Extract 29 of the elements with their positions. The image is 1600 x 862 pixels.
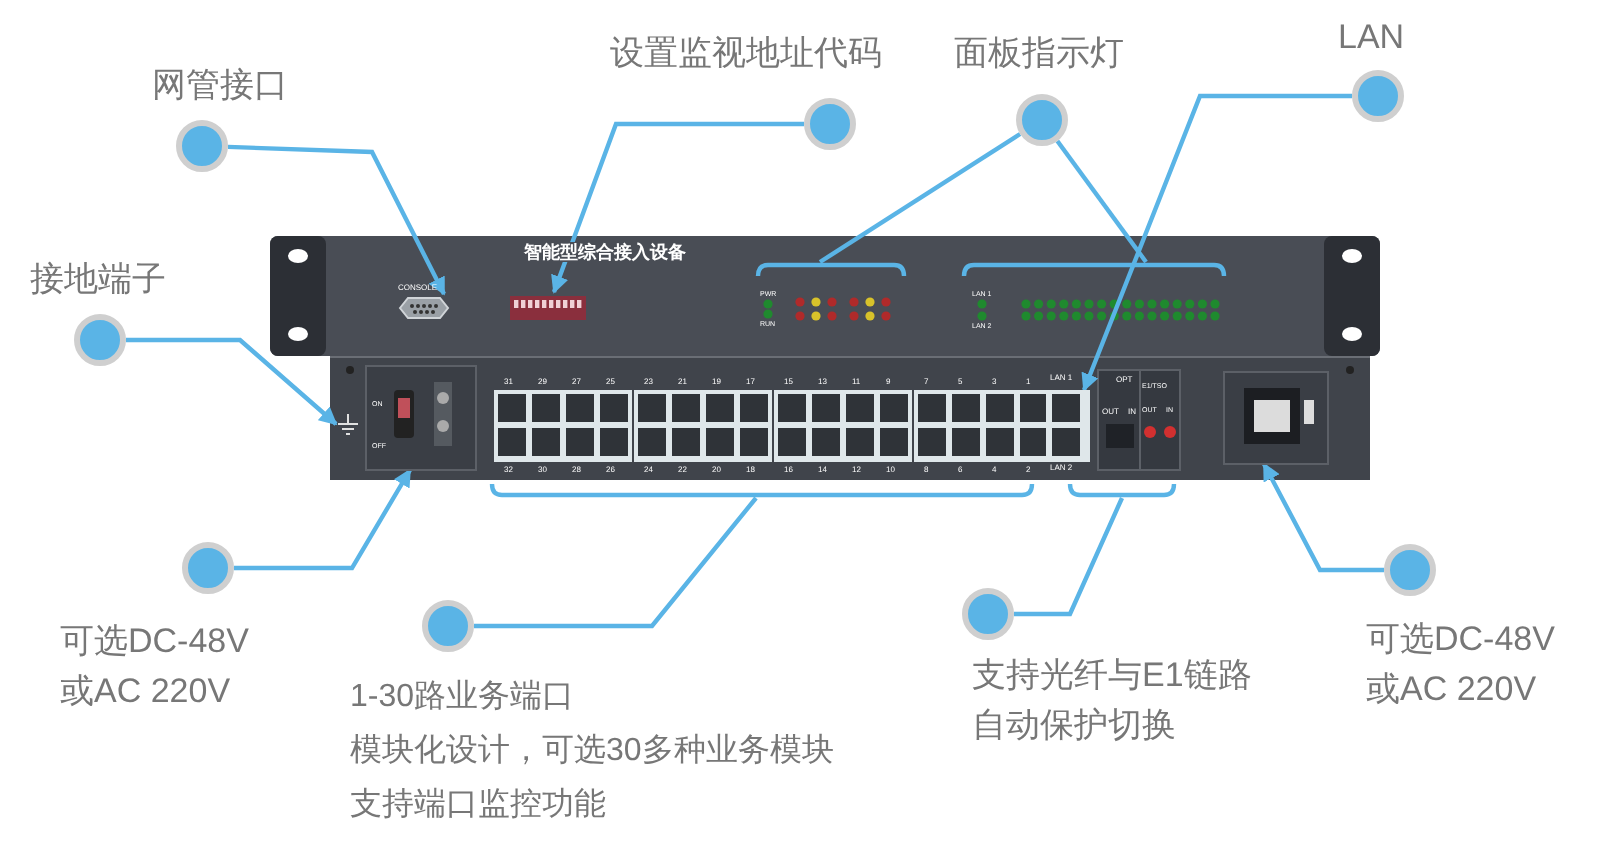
bracket <box>962 262 1226 278</box>
leader-line <box>1081 93 1352 392</box>
bracket <box>1068 482 1176 498</box>
power-input-panel <box>366 366 476 470</box>
callout-text: 支持端口监控功能 <box>350 785 608 826</box>
bracket <box>756 262 906 278</box>
leader-line <box>1014 497 1124 617</box>
ground-terminal <box>336 412 360 436</box>
callout-text: 网管接口 <box>152 64 290 108</box>
callout-text: 可选DC-48V 或AC 220V <box>1366 618 1557 712</box>
device-title: 智能型综合接入设备 <box>524 242 686 262</box>
leader-line <box>227 144 446 296</box>
leader-line <box>1262 462 1384 573</box>
dip-switch <box>510 292 586 324</box>
callout-text: 支持光纤与E1链路自动保护切换 <box>972 654 1254 748</box>
callout-text: 面板指示灯 <box>954 32 1126 76</box>
callout-text: 设置监视地址代码 <box>610 32 884 76</box>
leader-line <box>234 468 412 571</box>
power-socket <box>1224 372 1328 464</box>
callout-text: 接地端子 <box>30 258 168 302</box>
leader-line <box>126 337 338 426</box>
callout-text: 可选DC-48V 或AC 220V <box>60 620 251 714</box>
callout-text: 模块化设计，可选30多种业务模块 <box>350 731 836 772</box>
callout-text: LAN <box>1338 16 1407 60</box>
lan-port <box>1044 390 1092 462</box>
leader-line <box>551 121 804 294</box>
bracket <box>490 482 1034 498</box>
leader-line <box>1055 139 1148 264</box>
callout-text: 1-30路业务端口 <box>350 677 577 718</box>
